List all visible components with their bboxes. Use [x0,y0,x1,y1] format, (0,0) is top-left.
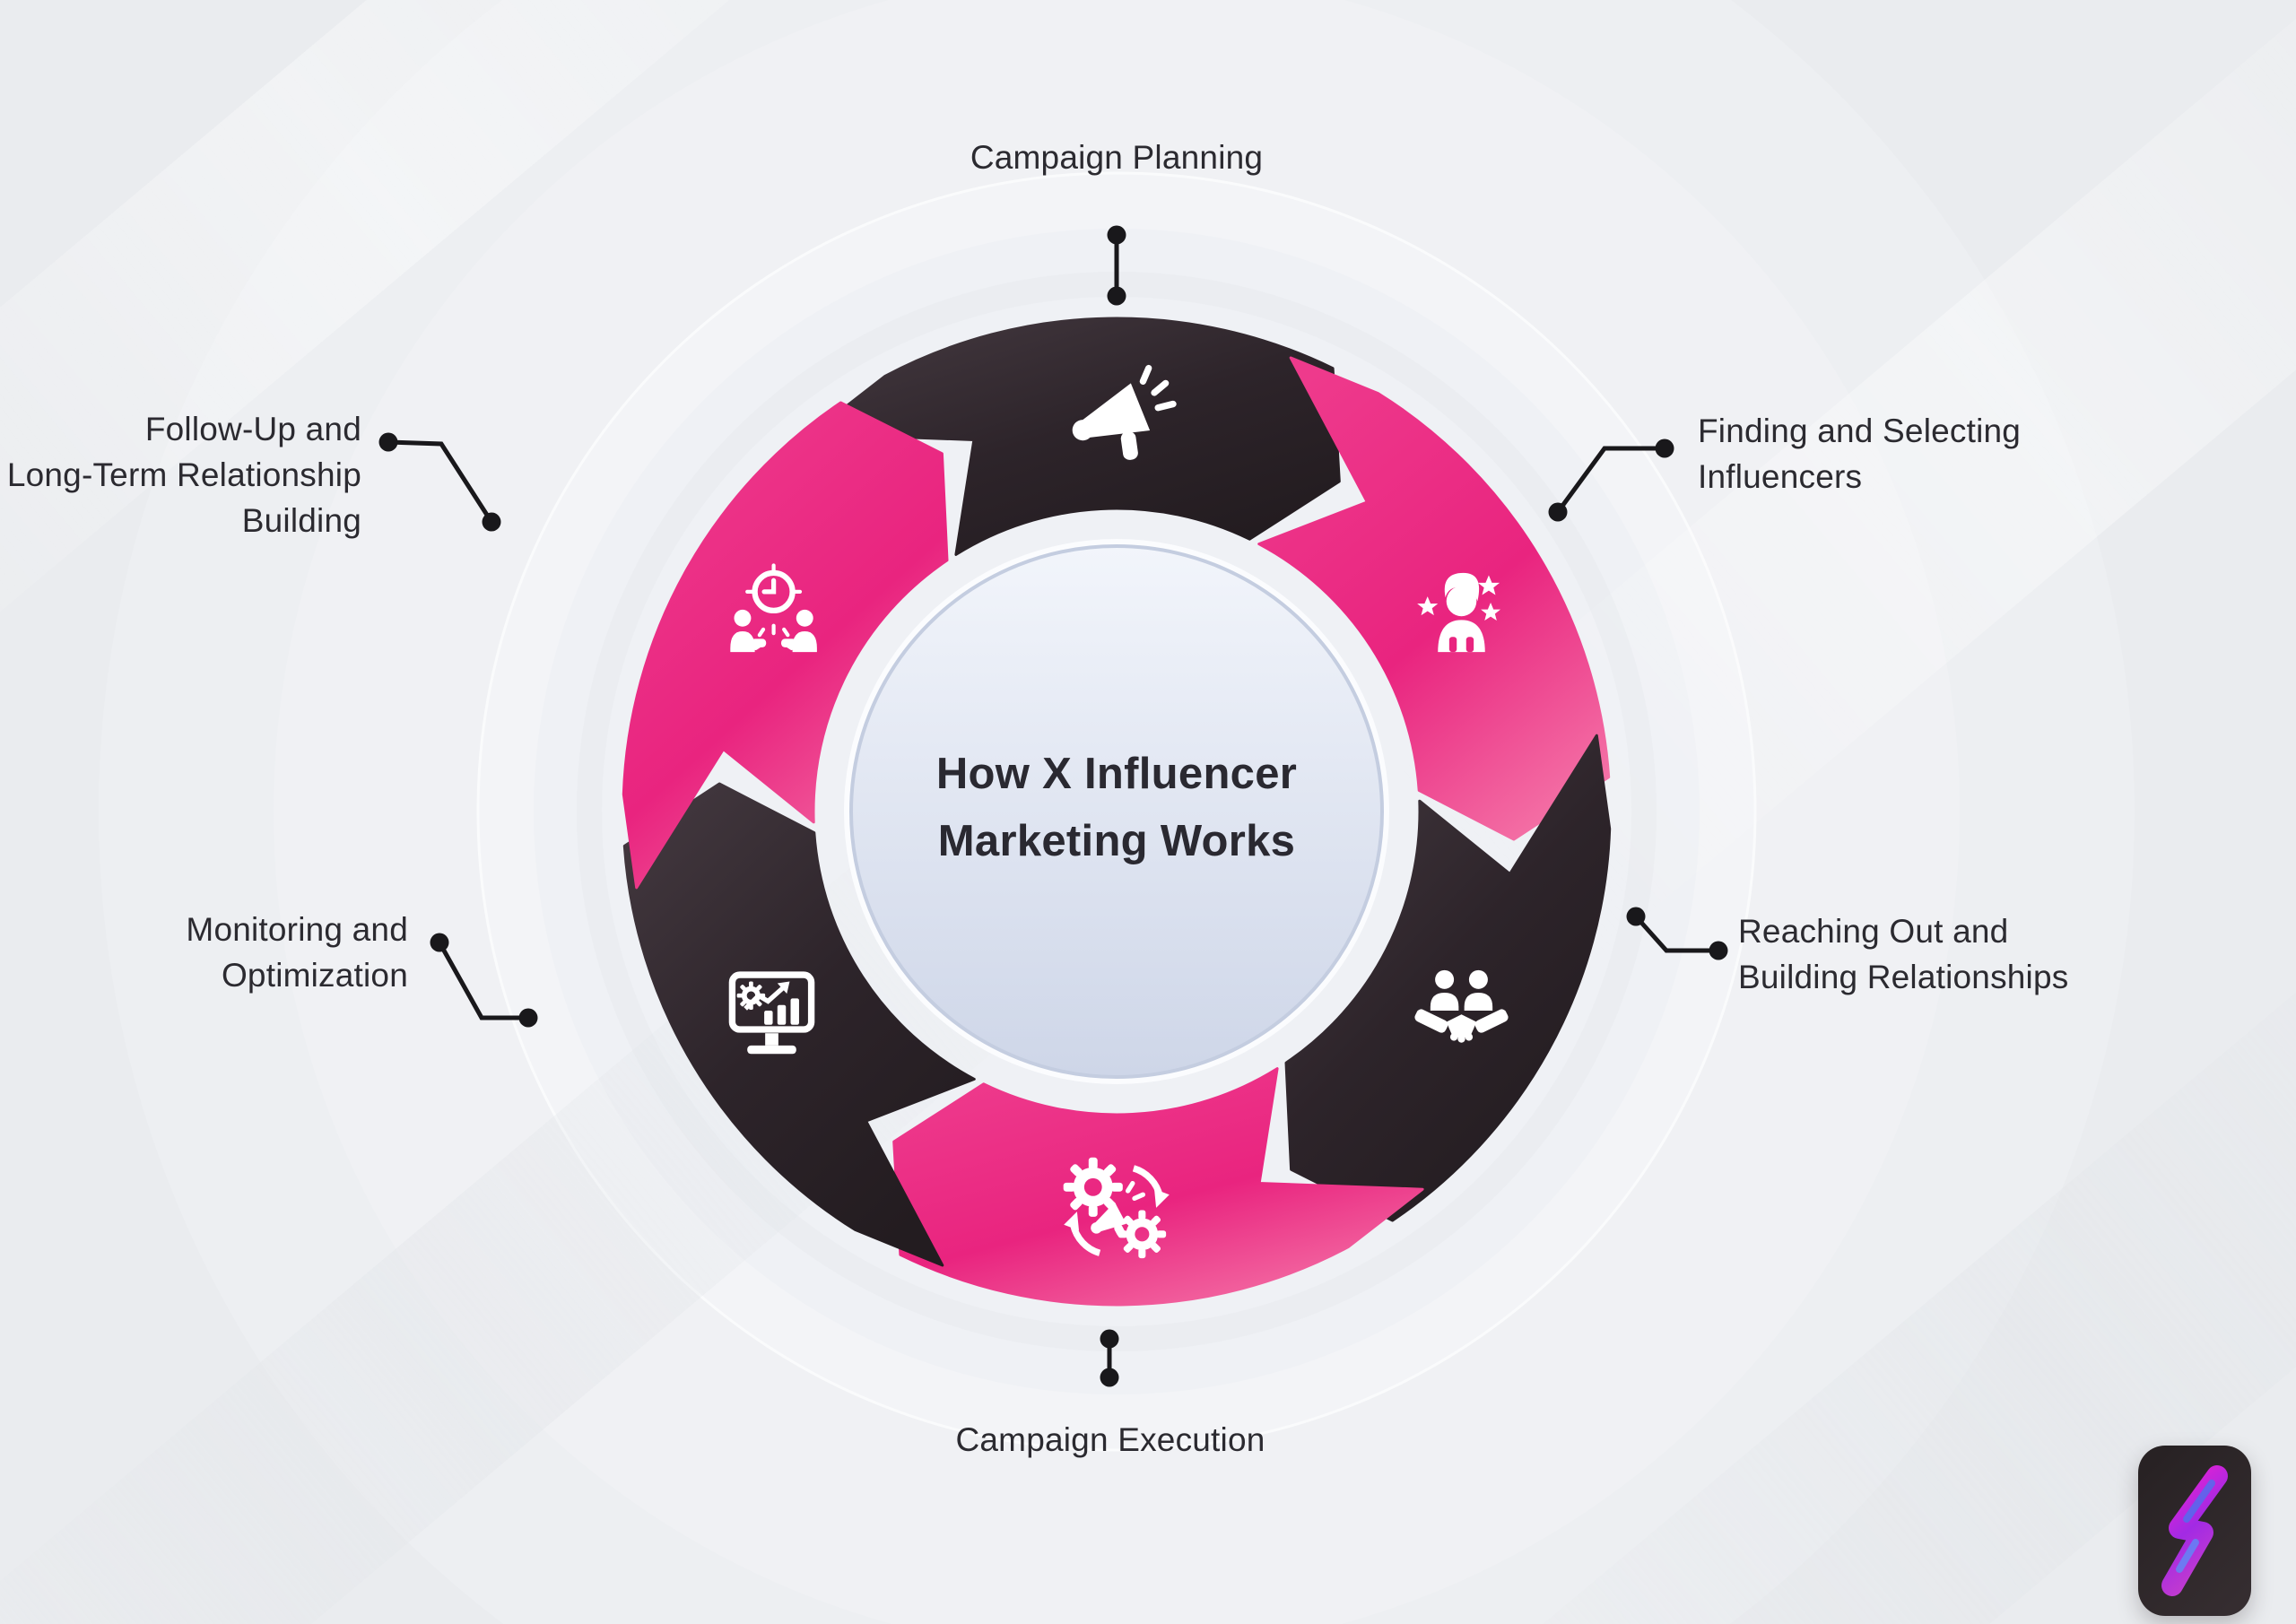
step-label-finding-influencers: Finding and Selecting Influencers [1698,413,2022,495]
connector-follow-up [378,432,501,532]
diagram-title: How X Influencer Marketing Works [935,750,1298,865]
lightning-bolt-icon [2161,1465,2228,1596]
connector-campaign-execution [1100,1329,1119,1387]
step-label-follow-up: Follow-Up and Long-Term Relationship Bui… [6,411,361,539]
connector-campaign-planning [1107,225,1126,306]
connector-finding-influencers [1548,439,1674,522]
step-label-reaching-out: Reaching Out and Building Relationships [1738,913,2069,995]
step-label-campaign-planning: Campaign Planning [970,139,1264,176]
brand-logo [2138,1446,2251,1616]
center-circle [844,539,1389,1084]
segment-monitoring [622,782,976,1267]
cycle-wheel [622,317,1612,1307]
segment-finding-influencers [1257,356,1611,841]
step-label-monitoring: Monitoring and Optimization [186,911,408,994]
connector-monitoring [430,933,538,1028]
connector-reaching-out [1626,907,1728,960]
step-label-campaign-execution: Campaign Execution [955,1421,1265,1458]
